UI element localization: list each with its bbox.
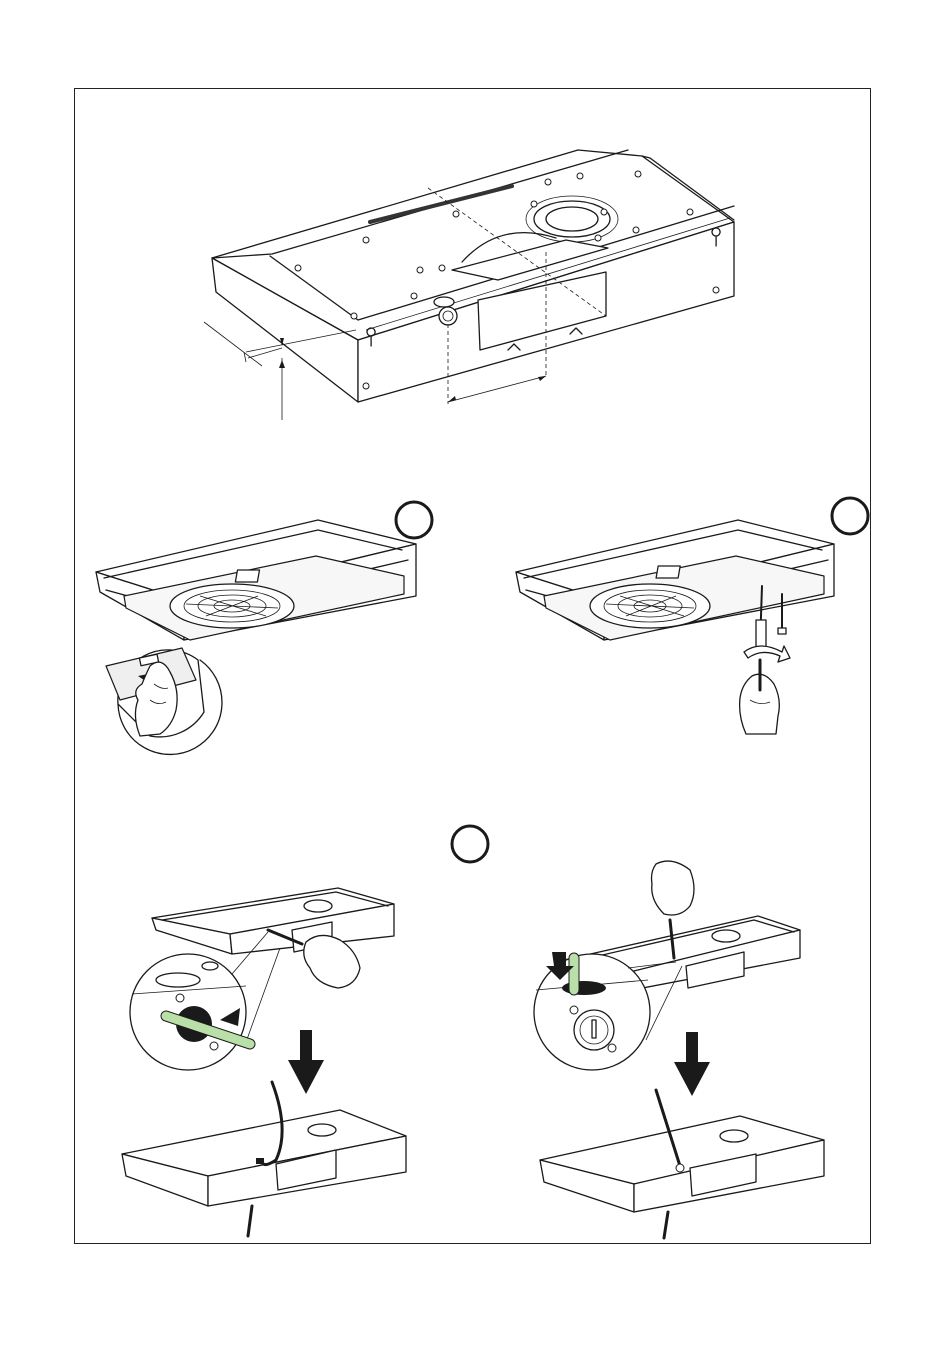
- step-marker-circle-icon: [396, 502, 432, 538]
- step-marker-circle-icon: [452, 826, 488, 862]
- electrical-knockout: [439, 307, 457, 325]
- step-knockout-cable-rear: [122, 888, 406, 1236]
- screw-icon: [778, 628, 786, 634]
- rotate-arrow-icon: [744, 646, 790, 662]
- step-remove-screws: [516, 498, 868, 734]
- hand-icon: [304, 935, 360, 988]
- step-knockout-cable-top: [534, 861, 824, 1238]
- down-arrow-icon: [674, 1032, 710, 1096]
- down-arrow-icon: [288, 1030, 324, 1094]
- hand-icon: [652, 861, 695, 915]
- light-bracket: [656, 566, 680, 578]
- top-hood-dimensions: [204, 150, 734, 420]
- step-remove-filter: [96, 502, 432, 754]
- step-marker-circle-icon: [832, 498, 868, 534]
